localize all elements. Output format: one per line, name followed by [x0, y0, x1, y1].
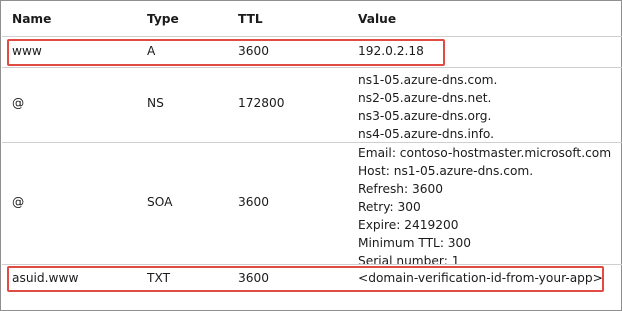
- ns-value-line: ns3-05.azure-dns.org.: [358, 109, 492, 123]
- soa-value-line: Minimum TTL: 300: [358, 236, 472, 250]
- soa-value-line: Host: ns1-05.azure-dns.com.: [358, 164, 534, 178]
- ns-value-line: ns2-05.azure-dns.net.: [358, 91, 492, 105]
- column-header-ttl: TTL: [238, 12, 263, 26]
- column-header-name: Name: [12, 12, 52, 26]
- soa-value-line: Refresh: 3600: [358, 182, 444, 196]
- row-separator: [2, 67, 622, 68]
- row-www-name: www: [12, 44, 42, 58]
- row-www-type: A: [147, 44, 156, 58]
- soa-value-line: Expire: 2419200: [358, 218, 459, 232]
- highlight-box-txt: [7, 266, 604, 292]
- ns-value-line: ns4-05.azure-dns.info.: [358, 127, 495, 141]
- column-header-type: Type: [147, 12, 179, 26]
- header-separator: [2, 36, 622, 37]
- soa-value-line: Retry: 300: [358, 200, 421, 214]
- row-soa-value: Email: contoso-hostmaster.microsoft.com …: [358, 144, 611, 270]
- row-ns-ttl: 172800: [238, 96, 285, 110]
- row-ns-type: NS: [147, 96, 164, 110]
- row-www-value: 192.0.2.18: [358, 44, 424, 58]
- row-www-ttl: 3600: [238, 44, 270, 58]
- row-txt-type: TXT: [147, 271, 171, 285]
- row-ns-name: @: [12, 96, 25, 110]
- highlight-box-www: [7, 39, 445, 66]
- row-txt-name: asuid.www: [12, 271, 79, 285]
- row-ns-value: ns1-05.azure-dns.com. ns2-05.azure-dns.n…: [358, 71, 497, 143]
- row-separator: [2, 264, 622, 265]
- row-soa-name: @: [12, 195, 25, 209]
- row-txt-value: <domain-verification-id-from-your-app>: [358, 271, 603, 285]
- row-soa-type: SOA: [147, 195, 173, 209]
- row-soa-ttl: 3600: [238, 195, 270, 209]
- row-txt-ttl: 3600: [238, 271, 270, 285]
- soa-value-line: Email: contoso-hostmaster.microsoft.com: [358, 146, 612, 160]
- ns-value-line: ns1-05.azure-dns.com.: [358, 73, 498, 87]
- column-header-value: Value: [358, 12, 397, 26]
- row-separator: [2, 142, 622, 143]
